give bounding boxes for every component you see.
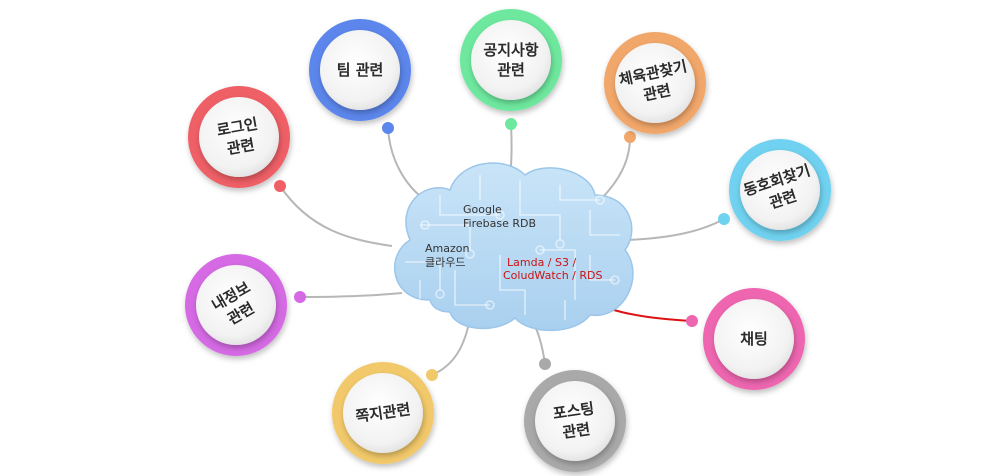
node-center-posting	[535, 381, 615, 461]
node-center-gym	[615, 43, 695, 123]
node-center-login	[199, 97, 279, 177]
google-label-2: Firebase RDB	[463, 217, 536, 230]
dot-team	[382, 122, 394, 134]
aws-services-label-1: Lamda / S3 /	[507, 256, 576, 269]
node-myinfo: 내정보관련	[185, 254, 287, 356]
node-chat: 채팅	[703, 288, 805, 390]
node-label-chat: 채팅	[740, 330, 768, 348]
connector-login	[279, 185, 393, 247]
node-center-chat	[714, 299, 794, 379]
node-label-line: 채팅	[740, 330, 768, 348]
node-message: 쪽지관련	[332, 362, 434, 464]
dot-message	[426, 369, 438, 381]
node-label-line: 관련	[561, 420, 591, 442]
node-center-team	[320, 30, 400, 110]
google-label-1: Google	[463, 203, 502, 216]
node-label-posting: 포스팅관련	[552, 399, 598, 442]
node-posting: 포스팅관련	[524, 370, 626, 472]
node-label-line: 관련	[226, 136, 256, 159]
node-label-line: 관련	[642, 81, 673, 104]
amazon-label-1: Amazon	[425, 242, 469, 255]
node-label-line: 팀 관련	[337, 61, 384, 79]
dot-notice	[505, 118, 517, 130]
dot-club	[718, 213, 730, 225]
node-club: 동호회찾기관련	[729, 139, 831, 241]
dot-posting	[539, 358, 551, 370]
node-gym: 체육관찾기관련	[604, 32, 706, 134]
amazon-label-2: 클라우드	[425, 256, 465, 269]
node-center-message	[343, 373, 423, 453]
node-label-line: 공지사항	[483, 41, 538, 59]
dot-chat	[686, 315, 698, 327]
node-label-line: 포스팅	[552, 399, 596, 423]
dot-gym	[624, 131, 636, 143]
connector-myinfo	[299, 292, 403, 298]
node-label-login: 로그인관련	[215, 115, 262, 160]
connector-team	[387, 127, 426, 201]
node-center-myinfo	[196, 265, 276, 345]
node-center-notice	[471, 20, 551, 100]
connector-gym	[599, 136, 631, 201]
node-login: 로그인관련	[188, 86, 290, 188]
node-center-club	[740, 150, 820, 230]
node-label-team: 팀 관련	[337, 61, 384, 79]
connector-dots	[274, 118, 730, 381]
cloud: Google Firebase RDB Amazon 클라우드 Lamda / …	[394, 162, 634, 332]
aws-services-label-2: ColudWatch / RDS	[503, 269, 602, 282]
dot-myinfo	[294, 291, 306, 303]
connector-club	[627, 218, 725, 241]
connector-message	[431, 317, 471, 376]
node-team: 팀 관련	[309, 19, 411, 121]
cloud-circuit	[405, 175, 620, 320]
node-label-line: 관련	[497, 61, 525, 79]
dot-login	[274, 180, 286, 192]
